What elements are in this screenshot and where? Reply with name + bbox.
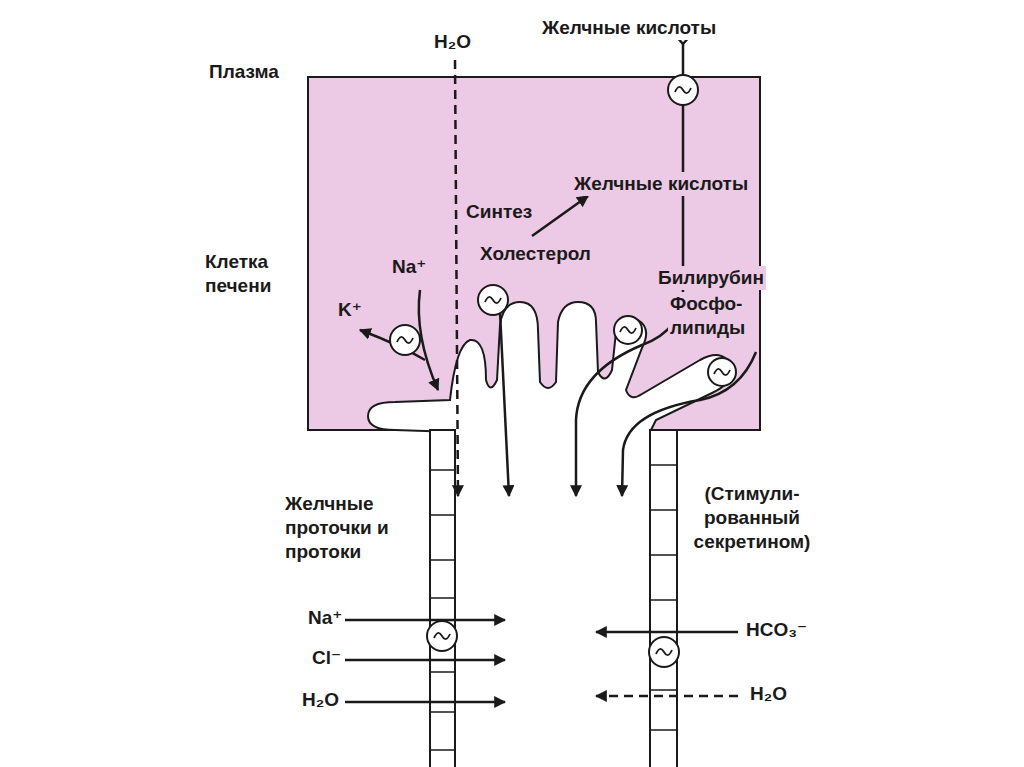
substance-label: Холестерол xyxy=(478,242,593,266)
region-label: Плазма xyxy=(207,60,281,84)
substance-label: Желчные кислоты xyxy=(540,16,718,40)
water-label: H₂O xyxy=(300,688,341,712)
pump-circle xyxy=(427,621,457,651)
pump-circle xyxy=(708,358,736,386)
region-label: Клетка печени xyxy=(203,250,307,298)
substance-label: Фосфо-липиды xyxy=(668,292,754,340)
ion-label: Na⁺ xyxy=(306,606,344,630)
process-label: Синтез xyxy=(464,200,534,224)
pump-circle xyxy=(649,637,679,667)
water-label: H₂O xyxy=(432,30,473,54)
substance-label: Билирубин xyxy=(656,266,766,290)
duct-wall-cells xyxy=(430,465,677,750)
duct-wall xyxy=(430,430,677,767)
note-label: (Стимули-рованный секретином) xyxy=(684,482,820,554)
region-label: Желчные проточки и протоки xyxy=(283,492,399,564)
pump-circle xyxy=(614,316,642,344)
ion-label: HCO₃⁻ xyxy=(744,618,809,642)
substance-label: Желчные кислоты xyxy=(572,172,750,196)
ion-label: K⁺ xyxy=(336,298,364,322)
ion-label: Cl⁻ xyxy=(310,646,343,670)
duct-lumen xyxy=(455,428,650,767)
pump-circle xyxy=(478,285,508,315)
transport-arrows xyxy=(345,36,756,702)
pump-circle xyxy=(390,325,420,355)
water-label: H₂O xyxy=(748,682,789,706)
pump-circle xyxy=(668,75,698,105)
ion-label: Na⁺ xyxy=(390,255,428,279)
transporter-symbol xyxy=(390,75,736,667)
